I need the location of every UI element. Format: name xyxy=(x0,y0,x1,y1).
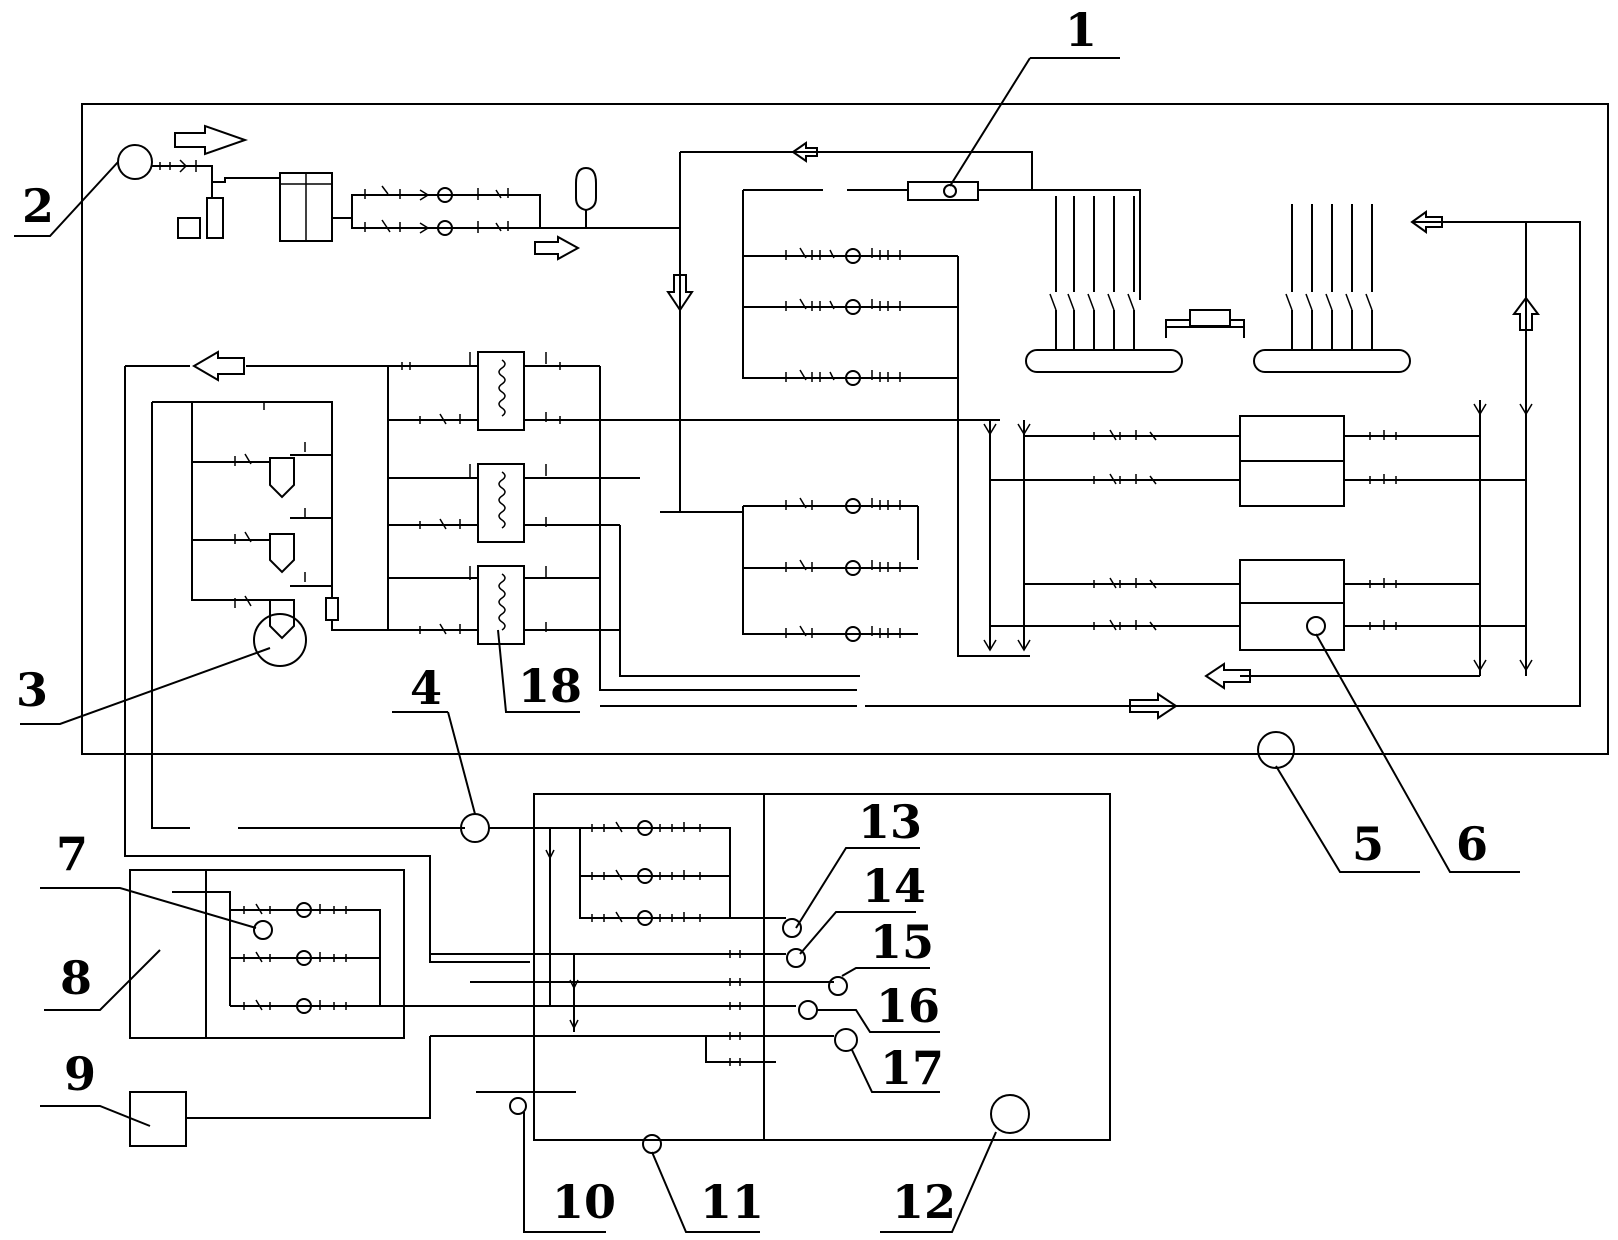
label-1: 1 xyxy=(1065,3,1097,57)
callout-labels: 1 2 3 4 5 6 7 8 9 10 11 12 13 14 15 16 1… xyxy=(16,3,1488,1229)
heat-exchangers xyxy=(380,351,1000,691)
label-18: 18 xyxy=(518,659,582,713)
softener-section xyxy=(124,350,530,963)
flow-arrow-left-top xyxy=(791,141,818,163)
label-7: 7 xyxy=(56,827,88,881)
flow-arrow-left-3 xyxy=(192,350,245,382)
lower-pump-rack xyxy=(460,813,786,1032)
node-7 xyxy=(253,920,273,940)
main-system-boundary xyxy=(81,103,1609,755)
outlet-14 xyxy=(786,948,806,968)
pump-branches-lower xyxy=(742,414,1030,657)
label-15: 15 xyxy=(870,915,934,969)
label-17: 17 xyxy=(880,1041,944,1095)
node-5 xyxy=(1257,731,1295,769)
node-10 xyxy=(509,1097,527,1115)
intake-pump xyxy=(117,144,153,180)
label-5: 5 xyxy=(1352,817,1384,871)
expansion-vessel xyxy=(575,166,597,212)
node-4 xyxy=(460,813,490,843)
unit-section xyxy=(600,400,1533,720)
label-16: 16 xyxy=(876,979,940,1033)
node-11 xyxy=(642,1134,662,1154)
pump-branches-upper xyxy=(785,247,901,386)
filter-tank xyxy=(206,197,224,239)
brine-tank xyxy=(253,613,307,667)
outlet-15 xyxy=(828,976,848,996)
flow-arrow-right-bottom xyxy=(1129,692,1178,720)
label-6: 6 xyxy=(1456,817,1488,871)
outlet-17 xyxy=(834,1028,858,1052)
upper-circuit xyxy=(666,141,1581,707)
outlet-16 xyxy=(798,1000,818,1020)
label-11: 11 xyxy=(700,1175,764,1229)
label-4: 4 xyxy=(410,661,442,715)
pump-station-8 xyxy=(129,869,405,1039)
control-cabinet-9 xyxy=(129,1091,187,1147)
label-3: 3 xyxy=(16,663,48,717)
label-9: 9 xyxy=(64,1047,96,1101)
flow-arrow-right xyxy=(174,124,249,156)
flow-arrow-right-2 xyxy=(534,235,581,261)
label-13: 13 xyxy=(858,795,922,849)
label-2: 2 xyxy=(22,179,54,233)
label-8: 8 xyxy=(60,951,92,1005)
label-12: 12 xyxy=(892,1175,956,1229)
outlet-13 xyxy=(782,918,802,938)
chiller-unit-2 xyxy=(1239,559,1345,651)
intake-assembly xyxy=(117,124,680,261)
manifold-return xyxy=(1253,204,1411,373)
flow-arrow-left-bottom xyxy=(1204,662,1251,690)
lower-enclosure xyxy=(533,793,1111,1141)
flow-arrow-down xyxy=(666,274,694,312)
bypass-valve xyxy=(1165,309,1245,338)
label-10: 10 xyxy=(552,1175,616,1229)
label-14: 14 xyxy=(862,859,926,913)
control-box xyxy=(177,217,201,239)
leader-lines xyxy=(14,57,1520,1233)
flow-arrow-left-right-top xyxy=(1410,210,1443,234)
node-12 xyxy=(990,1094,1030,1134)
pump-pair xyxy=(364,185,509,236)
manifold-supply xyxy=(1025,196,1183,373)
softener-units xyxy=(234,402,306,640)
flow-arrow-up xyxy=(1512,296,1540,331)
